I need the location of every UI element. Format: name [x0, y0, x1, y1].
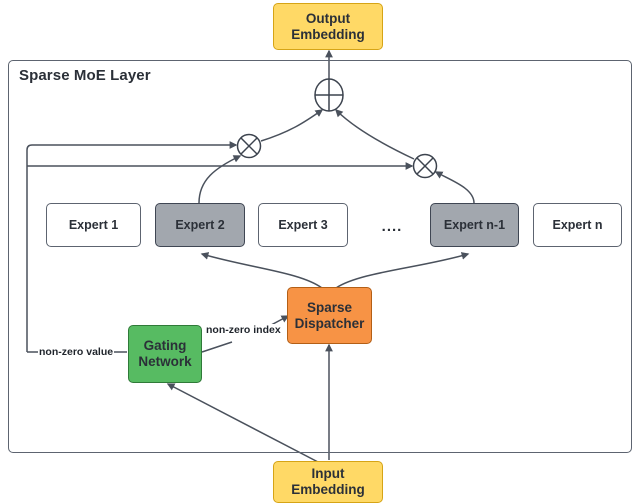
expert-label: Expert 2 [175, 217, 225, 232]
sparse-dispatcher-line1: Sparse [306, 299, 353, 315]
output-embedding-node[interactable]: Output Embedding [273, 3, 383, 50]
expert-node-n-minus-1[interactable]: Expert n-1 [430, 203, 519, 247]
edge-label-non-zero-index: non-zero index [205, 324, 282, 336]
experts-ellipsis: .... [381, 218, 403, 235]
expert-node-1[interactable]: Expert 1 [46, 203, 141, 247]
expert-node-n[interactable]: Expert n [533, 203, 622, 247]
sparse-dispatcher-line2: Dispatcher [294, 315, 365, 331]
sparse-dispatcher-node[interactable]: Sparse Dispatcher [287, 287, 372, 344]
expert-node-2[interactable]: Expert 2 [155, 203, 245, 247]
input-embedding-line1: Input [311, 466, 345, 482]
output-embedding-line2: Embedding [291, 26, 365, 42]
edge-label-non-zero-value: non-zero value [38, 346, 115, 358]
layer-title: Sparse MoE Layer [19, 67, 151, 84]
output-embedding-line1: Output [305, 10, 351, 26]
expert-label: Expert 1 [68, 217, 119, 232]
expert-label: Expert n-1 [443, 217, 506, 232]
input-embedding-node[interactable]: Input Embedding [273, 461, 383, 503]
sparse-moe-layer-container [8, 60, 632, 453]
gating-network-line1: Gating [143, 338, 187, 354]
expert-label: Expert n [552, 217, 603, 232]
expert-label: Expert 3 [278, 217, 328, 232]
input-embedding-line2: Embedding [291, 482, 365, 497]
expert-node-3[interactable]: Expert 3 [258, 203, 348, 247]
gating-network-node[interactable]: Gating Network [128, 325, 202, 383]
gating-network-line2: Network [138, 354, 192, 369]
